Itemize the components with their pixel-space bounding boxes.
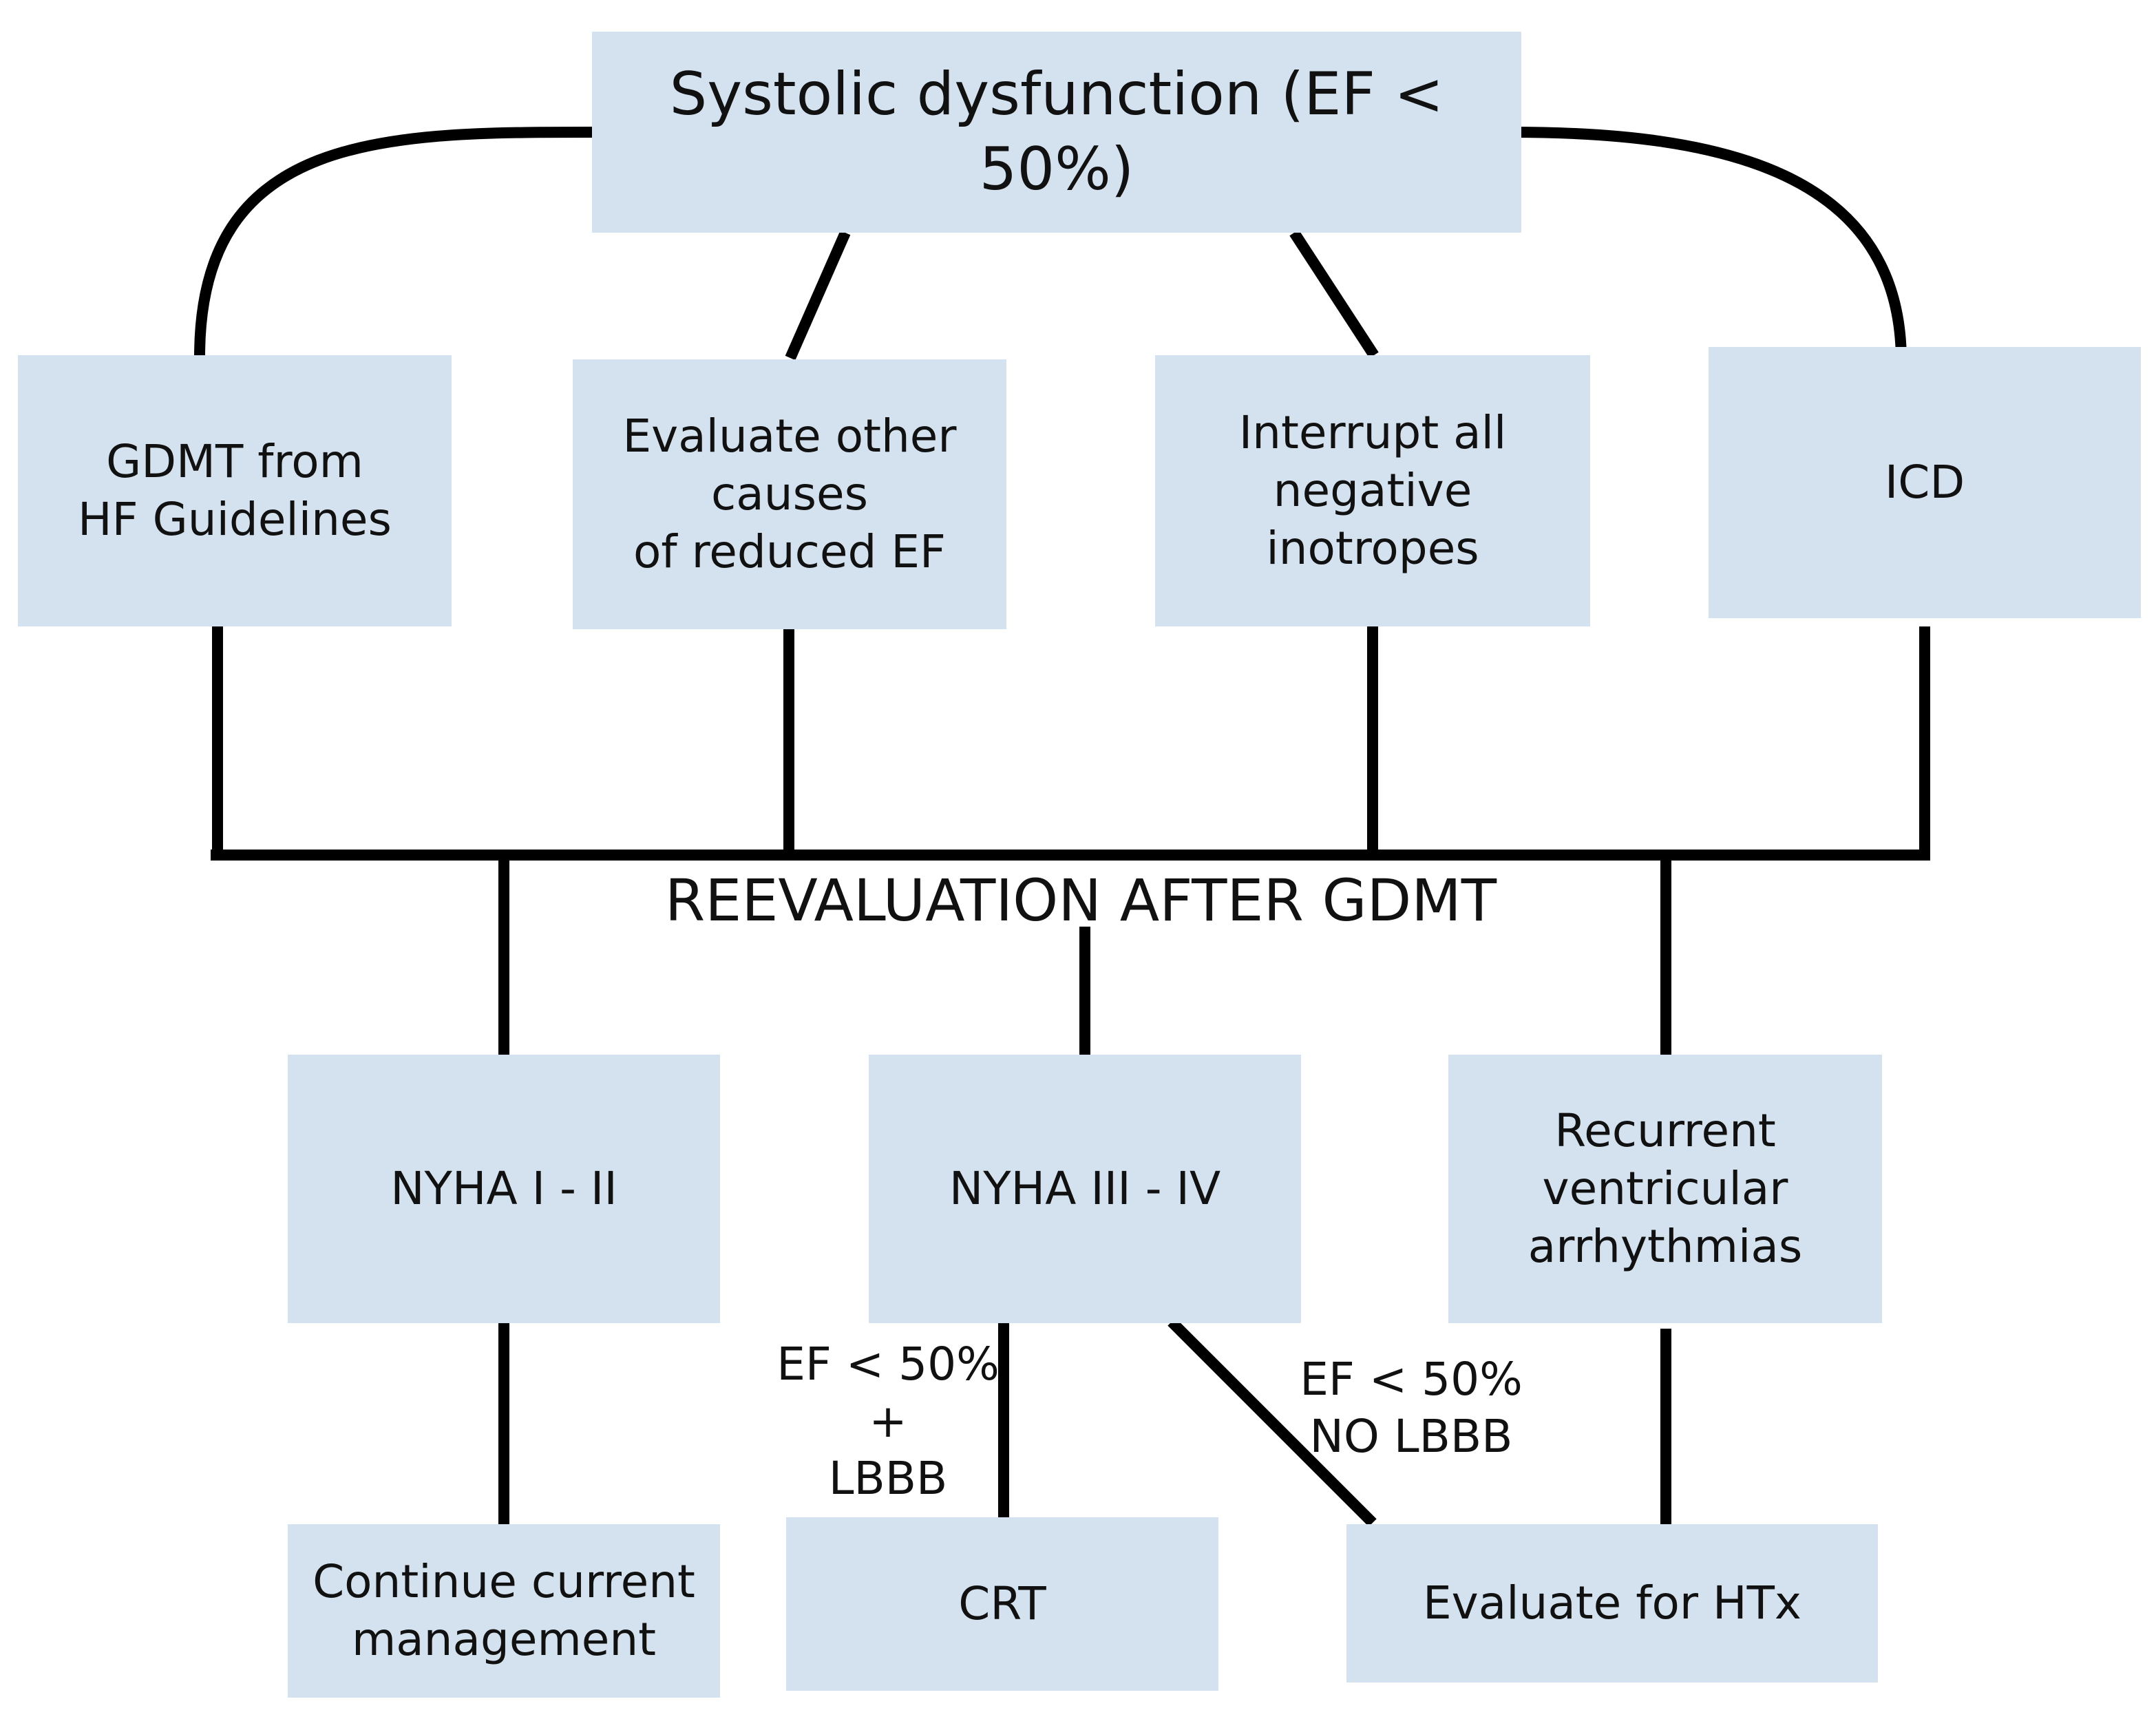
node-label: causes — [711, 467, 868, 521]
node-nyha-1-2: NYHA I - II — [288, 1055, 720, 1323]
connector-nyha34-to-htx — [1167, 1318, 1377, 1527]
node-crt: CRT — [786, 1517, 1218, 1691]
node-continue-management: Continue current management — [288, 1524, 720, 1698]
node-label: NYHA I - II — [390, 1162, 617, 1216]
node-label: arrhythmias — [1528, 1219, 1803, 1273]
node-label: CRT — [958, 1577, 1046, 1631]
edge-label-line: EF < 50% — [776, 1338, 1000, 1391]
node-nyha-3-4: NYHA III - IV — [869, 1055, 1301, 1323]
edge-label-line: NO LBBB — [1309, 1410, 1513, 1464]
node-label: of reduced EF — [633, 525, 947, 578]
node-label: HF Guidelines — [78, 493, 392, 546]
node-label: GDMT from — [106, 435, 363, 489]
node-recurrent-arrhythmias: Recurrent ventricular arrhythmias — [1448, 1055, 1882, 1323]
node-label: negative — [1273, 464, 1472, 518]
node-systolic-dysfunction: Systolic dysfunction (EF < 50%) — [592, 32, 1521, 233]
connector-top-to-icd — [1511, 127, 1907, 362]
node-gdmt: GDMT from HF Guidelines — [18, 355, 452, 626]
node-label: Evaluate other — [622, 410, 957, 463]
node-evaluate-other-causes: Evaluate other causes of reduced EF — [573, 359, 1006, 629]
node-label: NYHA III - IV — [949, 1162, 1221, 1216]
edge-label-crt: EF < 50% + LBBB — [764, 1336, 1012, 1507]
edge-label-line: LBBB — [828, 1452, 948, 1506]
edge-label-htx: EF < 50% NO LBBB — [1280, 1351, 1542, 1465]
node-icd: ICD — [1709, 347, 2141, 618]
connector-top-to-evaluate — [785, 230, 851, 361]
node-label: Systolic dysfunction (EF < 50%) — [669, 59, 1444, 204]
node-label: Interrupt all — [1238, 406, 1507, 460]
node-interrupt-inotropes: Interrupt all negative inotropes — [1155, 355, 1590, 626]
edge-label-line: EF < 50% — [1300, 1353, 1523, 1406]
node-label: Recurrent — [1554, 1104, 1776, 1158]
connector-top-to-interrupt — [1289, 229, 1379, 359]
node-label: ICD — [1884, 456, 1965, 509]
edge-label-line: + — [869, 1395, 907, 1448]
node-label: ventricular — [1542, 1162, 1788, 1216]
node-label: inotropes — [1266, 521, 1479, 575]
reevaluation-label: REEVALUATION AFTER GDMT — [664, 867, 1497, 934]
node-label: management — [351, 1613, 657, 1666]
node-label: Continue current — [313, 1555, 695, 1609]
node-label: Evaluate for HTx — [1422, 1576, 1801, 1630]
node-evaluate-htx: Evaluate for HTx — [1346, 1524, 1878, 1683]
connector-top-to-gdmt — [194, 127, 594, 357]
